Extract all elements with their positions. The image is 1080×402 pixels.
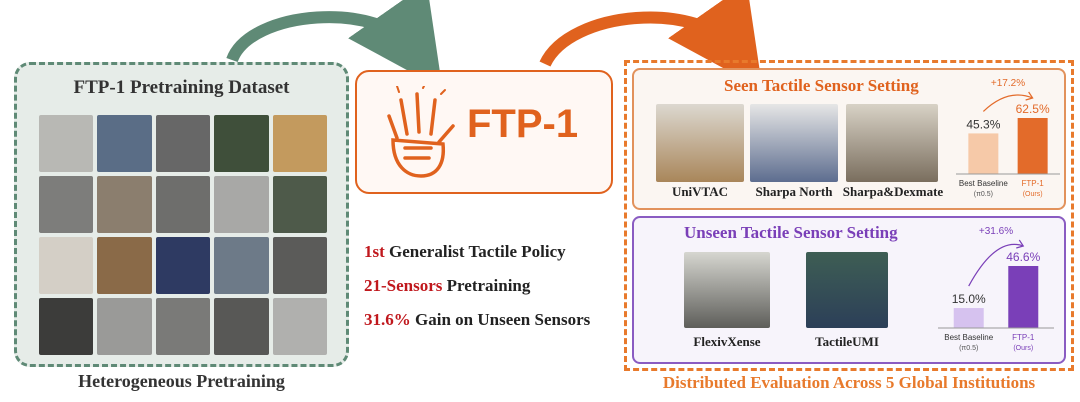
- pretraining-dataset-panel: FTP-1 Pretraining Dataset: [14, 62, 349, 367]
- unseen-photo-1: [684, 252, 770, 328]
- seen-sensor-panel: Seen Tactile Sensor Setting UniVTAC Shar…: [632, 68, 1066, 210]
- claim-1: 1st Generalist Tactile Policy: [364, 235, 590, 269]
- seen-category-label-1: Best Baseline: [959, 179, 1008, 188]
- seen-photo-3: [846, 104, 938, 182]
- dataset-image-6: [39, 176, 94, 233]
- seen-gain-label: +17.2%: [991, 78, 1025, 89]
- seen-caption-3: Sharpa&Dexmate: [842, 184, 944, 199]
- seen-photo-1: [656, 104, 744, 182]
- dataset-image-10: [272, 176, 327, 233]
- unseen-gain-arrow: [968, 243, 1024, 287]
- claims-list: 1st Generalist Tactile Policy 21-Sensors…: [364, 235, 590, 337]
- dataset-image-2: [97, 115, 152, 172]
- dataset-image-18: [155, 298, 211, 355]
- dataset-image-grid: [39, 115, 327, 355]
- seen-value-label-2: 62.5%: [1016, 102, 1050, 116]
- unseen-category-sub-2: (Ours): [1013, 345, 1033, 352]
- dataset-image-7: [97, 176, 152, 233]
- seen-gain-arrow: [982, 94, 1033, 112]
- dataset-image-11: [39, 237, 94, 294]
- seen-category-sub-2: (Ours): [1023, 191, 1043, 198]
- dataset-image-4: [214, 115, 269, 172]
- claim-1-text: Generalist Tactile Policy: [384, 242, 566, 261]
- left-caption: Heterogeneous Pretraining: [78, 371, 285, 391]
- orange-arrow: [539, 0, 763, 90]
- unseen-category-label-1: Best Baseline: [944, 333, 993, 342]
- seen-category-label-2: FTP-1: [1022, 179, 1045, 188]
- seen-caption-1: UniVTAC: [671, 184, 729, 199]
- claim-2-text: Pretraining: [442, 276, 531, 295]
- dataset-image-13: [155, 237, 211, 294]
- dataset-image-9: [214, 176, 269, 233]
- claim-2-highlight: 21-Sensors: [364, 276, 443, 295]
- unseen-gain-label: +31.6%: [979, 226, 1013, 237]
- seen-gain-arrowhead: [1025, 91, 1034, 101]
- unseen-category-label-2: FTP-1: [1012, 333, 1035, 342]
- unseen-photo-2: [806, 252, 888, 328]
- claim-1-highlight: 1st: [364, 242, 385, 261]
- seen-caption-2: Sharpa North: [755, 184, 833, 199]
- evaluation-panel: [624, 60, 1074, 371]
- seen-bar-1: [968, 133, 999, 174]
- unseen-bar-chart: 15.0% Best Baseline (π0.5) 46.6% FTP-1 (Ours)…: [938, 226, 1054, 352]
- seen-photo-2: [750, 104, 838, 182]
- seen-bar-chart: 45.3% Best Baseline (π0.5) 62.5% FTP-1 (Ours)…: [956, 78, 1060, 198]
- unseen-gain-arrowhead: [1016, 239, 1025, 249]
- dataset-image-17: [97, 298, 152, 355]
- seen-value-label-1: 45.3%: [966, 117, 1000, 131]
- unseen-category-sub-1: (π0.5): [959, 345, 978, 352]
- dataset-image-19: [214, 298, 269, 355]
- unseen-caption-1: FlexivXense: [693, 334, 761, 349]
- unseen-sensor-panel: Unseen Tactile Sensor Setting FlexivXens…: [632, 216, 1066, 364]
- seen-bar-2: [1017, 118, 1048, 174]
- unseen-bar-1: [953, 308, 984, 328]
- robot-hand-icon: [387, 86, 455, 178]
- unseen-value-label-1: 15.0%: [952, 292, 986, 306]
- claim-2: 21-Sensors Pretraining: [364, 269, 590, 303]
- dataset-image-1: [39, 115, 94, 172]
- claim-3: 31.6% Gain on Unseen Sensors: [364, 303, 590, 337]
- dataset-image-8: [155, 176, 211, 233]
- logo-text: FTP-1: [467, 102, 579, 146]
- dataset-image-3: [155, 115, 211, 172]
- dataset-image-12: [97, 237, 152, 294]
- unseen-title: Unseen Tactile Sensor Setting: [684, 223, 898, 242]
- unseen-bar-2: [1008, 266, 1039, 328]
- seen-category-sub-1: (π0.5): [974, 191, 993, 198]
- green-arrow: [226, 0, 443, 90]
- dataset-image-15: [272, 237, 327, 294]
- dataset-image-20: [272, 298, 327, 355]
- dataset-image-14: [214, 237, 269, 294]
- right-caption: Distributed Evaluation Across 5 Global I…: [662, 373, 1036, 392]
- unseen-value-label-2: 46.6%: [1006, 250, 1040, 264]
- ftp1-logo-box: FTP-1: [355, 70, 613, 194]
- dataset-image-5: [272, 115, 327, 172]
- dataset-image-16: [39, 298, 94, 355]
- claim-3-text: Gain on Unseen Sensors: [410, 310, 591, 329]
- unseen-caption-2: TactileUMI: [815, 334, 879, 349]
- seen-title: Seen Tactile Sensor Setting: [724, 76, 919, 95]
- claim-3-highlight: 31.6%: [364, 310, 411, 329]
- dataset-title: FTP-1 Pretraining Dataset: [73, 77, 290, 98]
